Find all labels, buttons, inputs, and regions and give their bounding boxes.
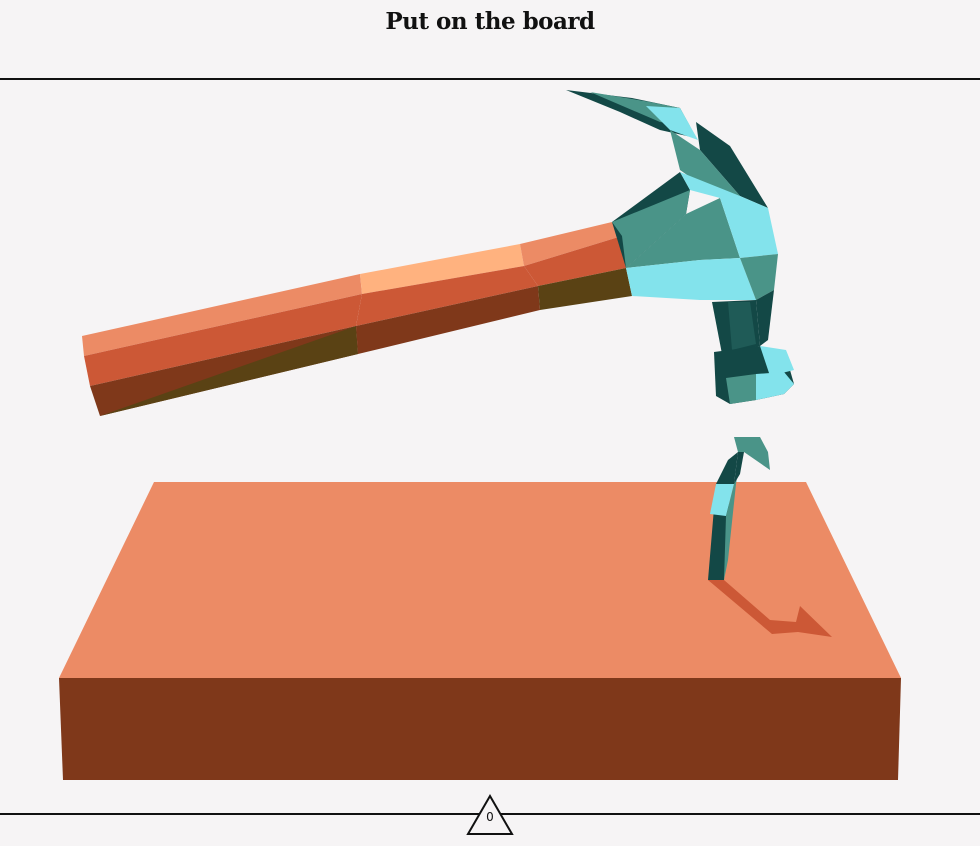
top-divider: [0, 78, 980, 80]
hammer-head: [566, 90, 794, 404]
nail-bend-dark: [716, 452, 738, 484]
hammer-handle: [82, 222, 632, 416]
score-value: 0: [486, 810, 494, 824]
nail-head-teal: [734, 437, 770, 470]
board[interactable]: [59, 482, 901, 780]
triangle-icon: [466, 794, 514, 835]
nail-shadow: [708, 580, 832, 637]
board-front-face: [59, 678, 901, 780]
nail[interactable]: [708, 437, 770, 580]
nail-head-dark: [734, 452, 744, 484]
hammer[interactable]: [82, 90, 794, 416]
nail-shaft-mid: [724, 458, 740, 580]
board-top-face: [59, 482, 901, 678]
score-counter: 0: [466, 794, 514, 836]
page-title: Put on the board: [385, 8, 595, 35]
